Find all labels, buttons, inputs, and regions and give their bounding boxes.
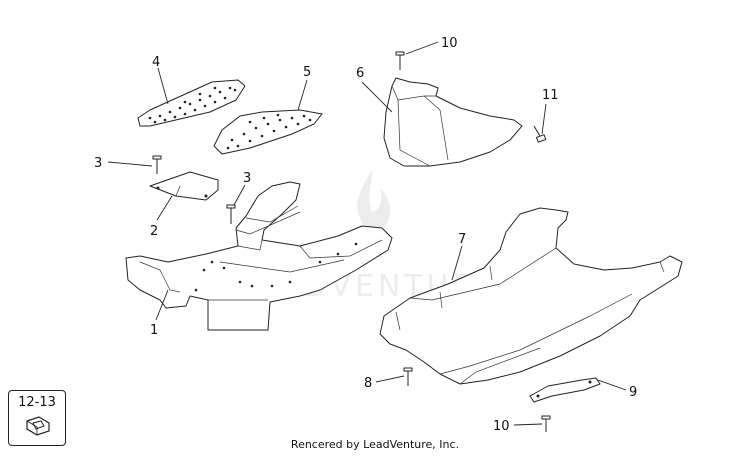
part-10-screw-top bbox=[395, 51, 405, 70]
callout-11: 11 bbox=[542, 88, 559, 103]
part-10-screw-bottom bbox=[541, 415, 551, 432]
callout-10a: 10 bbox=[441, 36, 458, 51]
part-8-screw bbox=[403, 367, 413, 386]
footer-credit: Rencered by LeadVenture, Inc. bbox=[290, 438, 460, 451]
callout-7: 7 bbox=[458, 232, 466, 247]
callout-1: 1 bbox=[150, 323, 158, 338]
leader-11 bbox=[541, 103, 547, 135]
leader-1 bbox=[155, 289, 169, 321]
leader-5 bbox=[297, 79, 308, 111]
part-5-footboard-mat-right bbox=[213, 109, 323, 155]
callout-4: 4 bbox=[152, 55, 160, 70]
leader-8 bbox=[375, 375, 405, 383]
part-3-screw-b bbox=[226, 204, 236, 224]
leader-2 bbox=[156, 195, 173, 221]
leader-7 bbox=[451, 245, 463, 281]
callout-9: 9 bbox=[629, 385, 637, 400]
callout-10b: 10 bbox=[493, 419, 510, 434]
leader-4 bbox=[157, 67, 169, 105]
part-7-lower-belly-pan bbox=[379, 207, 683, 385]
part-9-trim-strip bbox=[529, 377, 601, 403]
callout-6: 6 bbox=[356, 66, 364, 81]
leader-9 bbox=[597, 379, 627, 391]
part-3-screw-a bbox=[152, 155, 162, 174]
part-1-floor-panel bbox=[125, 181, 393, 331]
part-11-bolt bbox=[533, 125, 547, 143]
model-year-box: 12-13 bbox=[8, 390, 66, 446]
callout-2: 2 bbox=[150, 224, 158, 239]
part-4-footboard-mat-left bbox=[137, 79, 246, 127]
callout-5: 5 bbox=[303, 65, 311, 80]
leader-10a bbox=[405, 41, 439, 55]
part-6-rear-cover bbox=[383, 77, 523, 167]
leader-10b bbox=[513, 423, 543, 426]
leader-6 bbox=[361, 81, 393, 113]
leader-3a bbox=[107, 161, 153, 167]
callout-numbers: 4 5 3 3 2 1 6 10 11 7 8 9 10 bbox=[94, 36, 637, 434]
leader-3b bbox=[233, 184, 246, 206]
callout-3a: 3 bbox=[94, 156, 102, 171]
part-2-bracket-plate bbox=[149, 171, 219, 201]
leader-lines bbox=[107, 41, 627, 426]
model-part-icon bbox=[26, 416, 50, 436]
callout-3b: 3 bbox=[243, 171, 251, 186]
callout-8: 8 bbox=[364, 376, 372, 391]
model-year-label: 12-13 bbox=[18, 395, 56, 410]
